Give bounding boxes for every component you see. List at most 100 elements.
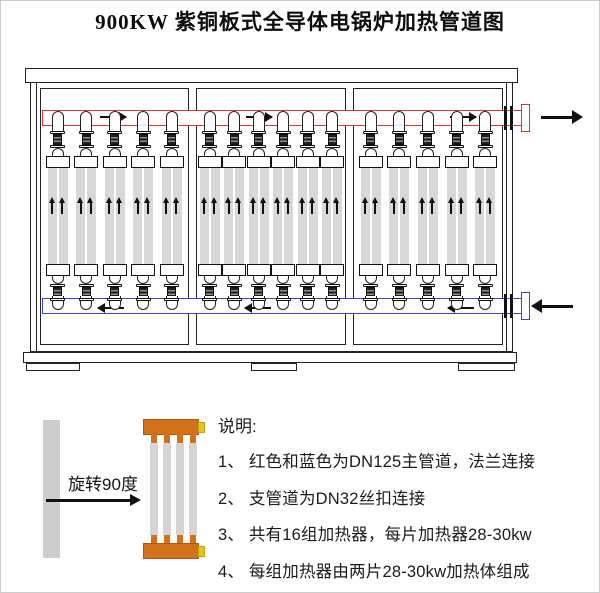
heater-groups-row (41, 89, 188, 344)
heater-header-plate (320, 156, 345, 168)
flow-up-arrow-icon (200, 197, 207, 214)
branch-dome-top-icon (277, 111, 290, 131)
branch-flange-icon (135, 145, 151, 148)
branch-flange-icon (275, 284, 291, 287)
heater-group (102, 111, 127, 310)
inlet-flow-arrow-icon (531, 299, 573, 313)
page-title: 900KW 紫铜板式全导体电锅炉加热管道图 (95, 10, 505, 34)
branch-dome-top-icon (364, 111, 377, 131)
wall-crossing-mark (509, 106, 513, 130)
heater-stub (151, 535, 157, 544)
branch-dome-top-icon (228, 111, 241, 131)
heater-header-plate (295, 156, 320, 168)
heater-header-plate (131, 156, 155, 168)
boiler-section-2 (196, 88, 346, 345)
heater-tube-pair (297, 168, 318, 264)
heater-header-plate (74, 264, 98, 276)
branch-flange-icon (477, 145, 493, 148)
branch-flange-icon (78, 131, 94, 134)
heater-header-plate (246, 156, 271, 168)
branch-flange-icon (78, 284, 94, 287)
heater-header-plate (102, 156, 127, 168)
heater-tube (176, 443, 184, 535)
heater-side-view-bar (43, 420, 60, 558)
heater-tube-pair (161, 168, 182, 264)
branch-dome-top-icon (450, 111, 463, 131)
heater-header-plate (45, 156, 70, 168)
heater-tube (189, 443, 197, 535)
flow-up-arrow-icon (77, 197, 83, 214)
flow-up-arrow-icon (390, 197, 397, 214)
flow-up-arrow-icon (418, 197, 425, 214)
branch-flange-icon (363, 145, 379, 148)
boiler-section-1 (40, 88, 189, 345)
branch-dome-top-icon (203, 111, 216, 131)
threaded-joint-icon (138, 134, 148, 145)
threaded-joint-icon (303, 134, 313, 145)
branch-dome-top-icon (479, 111, 492, 131)
heater-tube-pair (322, 168, 343, 264)
heater-header-plate (415, 156, 440, 168)
flow-up-arrow-icon (172, 197, 179, 214)
heater-tube-pair (446, 168, 467, 264)
heater-groups-row (197, 89, 345, 344)
branch-flange-icon (251, 145, 267, 148)
heater-group (159, 111, 184, 310)
heater-groups-row (354, 89, 502, 344)
threaded-joint-icon (81, 134, 91, 145)
flow-up-arrow-icon (162, 197, 169, 214)
branch-dome-top-icon (301, 111, 314, 131)
flow-up-arrow-icon (308, 197, 315, 214)
wall-crossing-mark (503, 294, 507, 318)
branch-flange-icon (449, 284, 465, 287)
branch-flange-icon (202, 145, 218, 148)
flow-up-arrow-icon (225, 197, 232, 214)
branch-flange-icon (275, 131, 291, 134)
heater-header-plate (387, 156, 412, 168)
threaded-joint-icon (480, 134, 490, 145)
wall-crossing-mark (503, 106, 507, 130)
heater-group (473, 111, 498, 310)
cabinet-wall-left (35, 82, 37, 352)
branch-flange-icon (275, 145, 291, 148)
branch-flange-icon (251, 284, 267, 287)
branch-flange-icon (324, 284, 340, 287)
heater-header-plate (159, 264, 184, 276)
heater-header-plate (197, 264, 222, 276)
branch-flange-icon (477, 284, 493, 287)
heater-group (246, 111, 271, 310)
heater-group (320, 111, 345, 310)
notes-block: 说明: 1、 红色和蓝色为DN125主管道，法兰连接 2、 支管道为DN32丝扣… (218, 412, 590, 593)
threaded-joint-icon (229, 134, 239, 145)
outlet-flange (521, 104, 530, 132)
cabinet-foot (26, 362, 80, 371)
heater-header-plate (102, 264, 127, 276)
branch-flange-icon (50, 298, 65, 301)
branch-flange-icon (107, 131, 122, 134)
flow-up-arrow-icon (105, 197, 112, 214)
flow-up-arrow-icon (284, 197, 291, 214)
threaded-joint-icon (423, 134, 433, 145)
heater-tube (150, 443, 158, 535)
branch-flange-icon (202, 284, 218, 287)
heater-group (131, 111, 155, 310)
flow-up-arrow-icon (259, 197, 266, 214)
heater-header-plate (271, 264, 296, 276)
branch-flange-icon (420, 145, 436, 148)
flow-up-arrow-icon (371, 197, 378, 214)
branch-dome-top-icon (326, 111, 339, 131)
branch-flange-icon (420, 284, 436, 287)
heater-stub (177, 434, 183, 443)
branch-dome-top-icon (252, 111, 265, 131)
heater-tube (163, 443, 171, 535)
heater-header-plate (473, 156, 498, 168)
branch-flange-icon (391, 284, 407, 287)
flow-up-arrow-icon (134, 197, 140, 214)
heater-tube-pair (417, 168, 438, 264)
heater-tube-pair (273, 168, 294, 264)
branch-flange-icon (50, 145, 65, 148)
branch-dome-top-icon (108, 111, 121, 131)
branch-flange-icon (251, 298, 267, 301)
heater-header-plate (222, 156, 247, 168)
